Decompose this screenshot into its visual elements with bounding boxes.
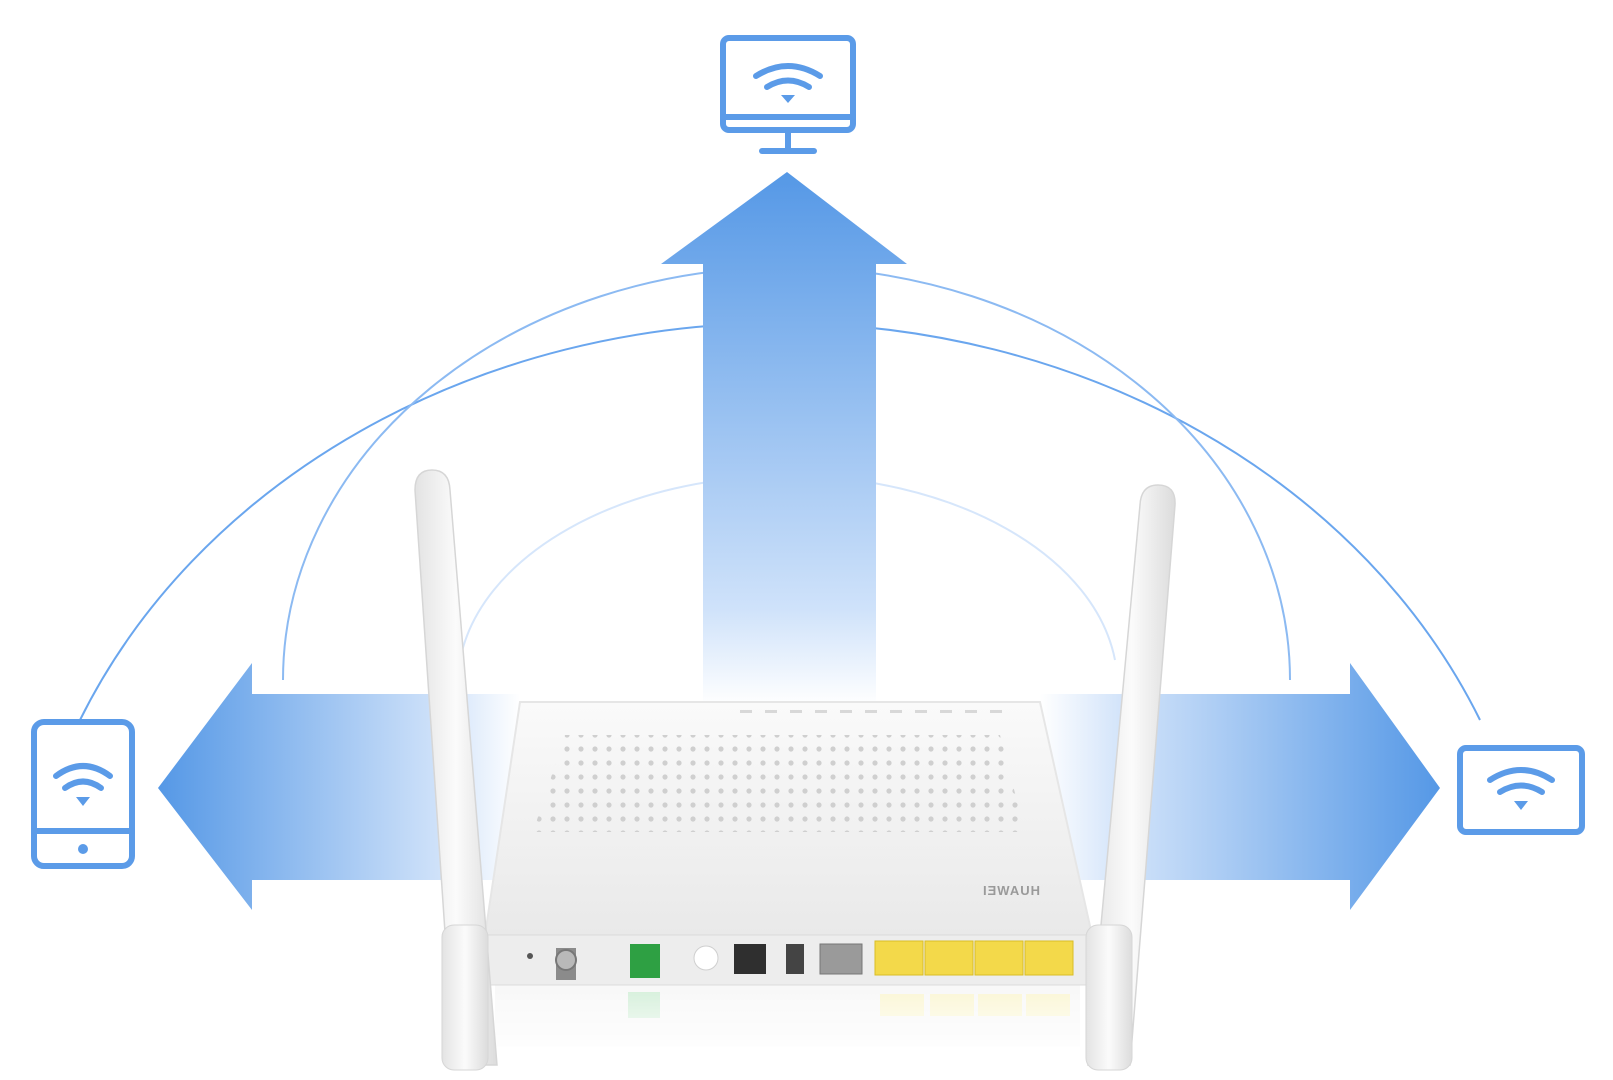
arrow-left-icon <box>158 663 520 910</box>
router-reflection <box>495 985 1080 1055</box>
router-brand-label: HUAWEI <box>982 883 1040 898</box>
lan-port <box>974 940 1024 976</box>
router: HUAWEI <box>414 469 1176 1071</box>
phone-wifi-icon <box>31 719 135 869</box>
tablet-wifi-icon <box>1457 745 1585 835</box>
arrow-up-icon <box>661 172 907 705</box>
monitor-wifi-icon <box>720 35 856 154</box>
power-button <box>693 945 719 971</box>
router-led-strip <box>740 710 1002 713</box>
lan-ports <box>874 940 1074 976</box>
lan-port <box>1024 940 1074 976</box>
router-vents <box>533 735 1025 832</box>
pon-port <box>630 944 660 978</box>
right-antenna <box>1085 484 1176 1071</box>
lan-port <box>924 940 974 976</box>
router-ports <box>527 940 1074 980</box>
catv-port <box>555 948 577 980</box>
lan-port <box>874 940 924 976</box>
left-antenna <box>414 469 498 1071</box>
usb-port <box>786 944 804 974</box>
reset-hole <box>527 953 533 959</box>
power-jack <box>734 944 766 974</box>
phone-port <box>819 943 863 975</box>
arrow-right-icon <box>1040 663 1440 910</box>
